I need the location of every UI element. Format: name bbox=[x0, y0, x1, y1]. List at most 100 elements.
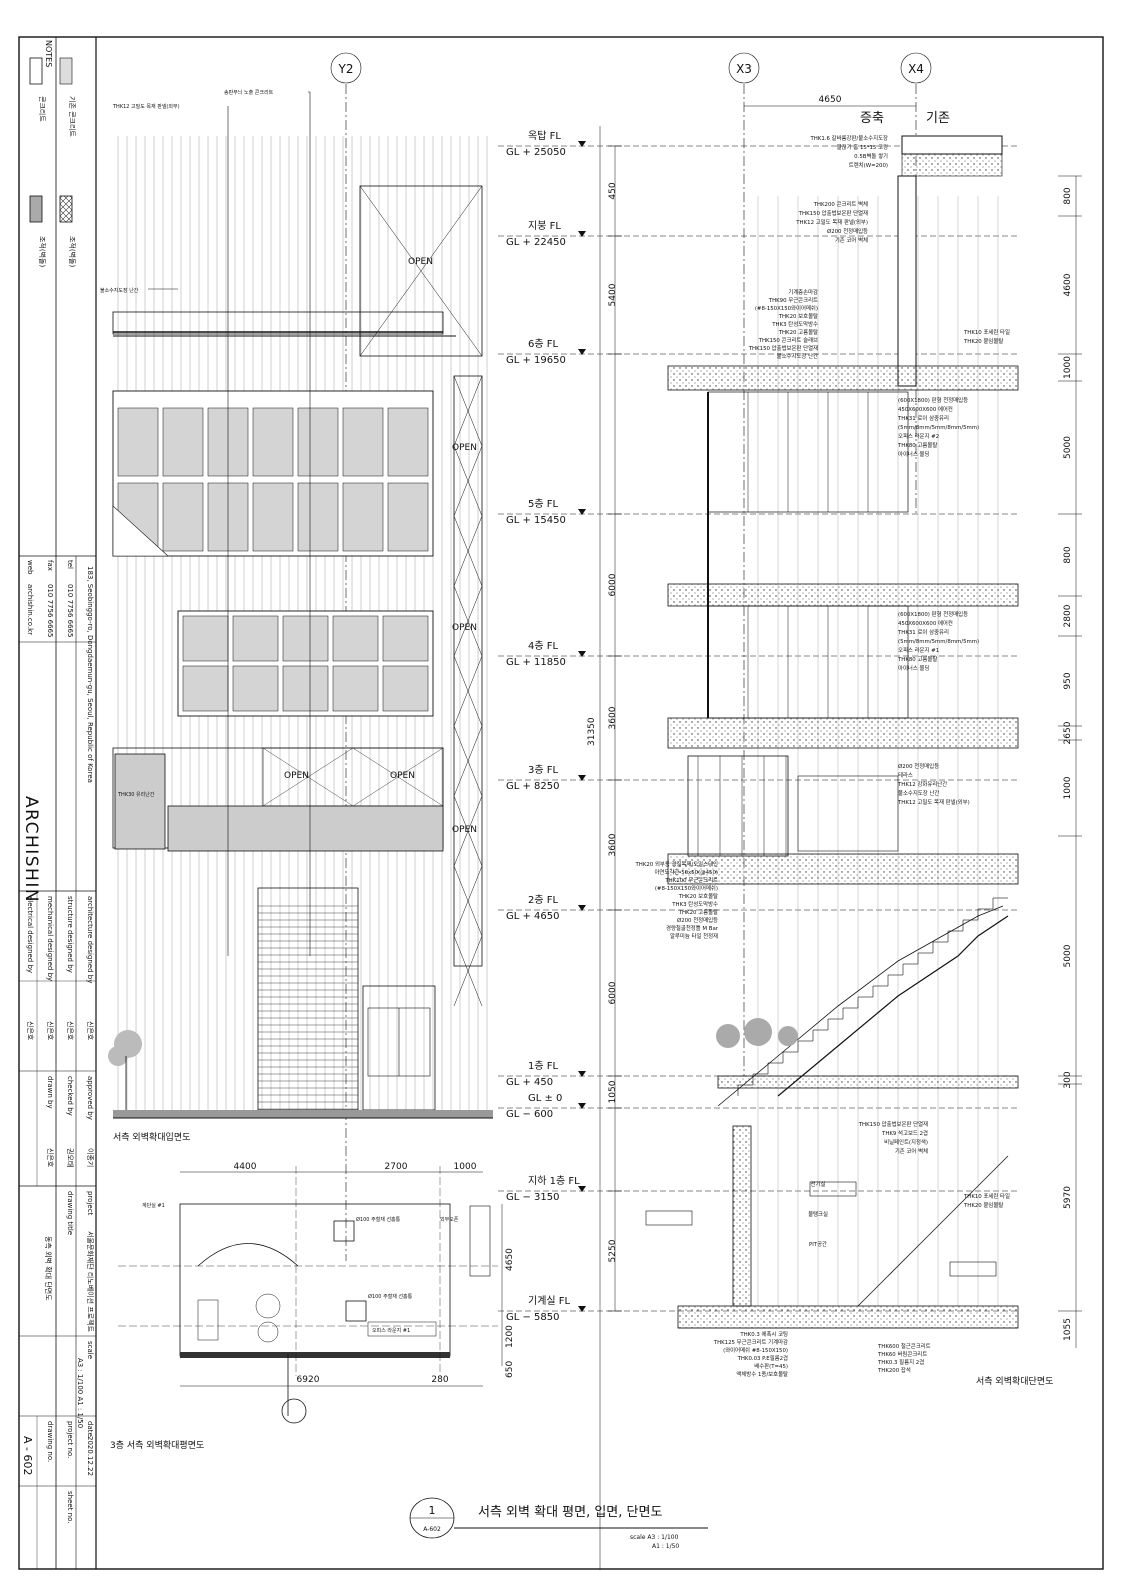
drawing-title-label: drawing title bbox=[66, 1191, 74, 1235]
level-name: 지붕 FL bbox=[528, 220, 561, 232]
grid-label-y2: Y2 bbox=[338, 62, 354, 76]
section-note: THK20 보호몰탈 bbox=[678, 892, 718, 900]
section-note: 배수판(T=45) bbox=[754, 1362, 788, 1370]
section-note: THK20 외부용 경질목재/오일스테인 bbox=[635, 860, 719, 868]
section-note: THK20 붙임몰탈 bbox=[963, 337, 1003, 345]
elev-note-glass-rail: THK30 유리난간 bbox=[117, 791, 155, 798]
section-note: 아이너스 몰딩 bbox=[898, 450, 930, 458]
total-height: 31350 bbox=[587, 717, 597, 746]
level-name: 기계실 FL bbox=[528, 1295, 571, 1307]
plan-dim-top-3: 1000 bbox=[454, 1162, 477, 1172]
elevation-drawing bbox=[108, 91, 493, 1119]
section-note: (5mm/8mm/5mm/8mm/5mm) bbox=[898, 425, 979, 431]
drawing-no-label: drawing no. bbox=[46, 1421, 54, 1462]
fax-label: fax bbox=[46, 560, 54, 571]
section-note: THK31 로이 삼중유리 bbox=[897, 414, 949, 422]
address: 183, Seobinggo-ro, Dongdaemun-gu, Seoul,… bbox=[86, 566, 94, 783]
level-height: 450 bbox=[608, 182, 618, 199]
section-note: 0.5B벽돌 쌓기 bbox=[854, 152, 888, 160]
web-label: web bbox=[26, 560, 34, 575]
section-note: Ø200 천정매입등 bbox=[677, 916, 718, 924]
level-name: GL ± 0 bbox=[528, 1093, 562, 1104]
level-gl: GL − 5850 bbox=[506, 1312, 560, 1323]
level-name: 2층 FL bbox=[528, 894, 558, 906]
section-note: THK1.6 갈바륨강판/불소수지도장 bbox=[809, 134, 888, 142]
tel-label: tel bbox=[66, 560, 74, 569]
level-gl: GL + 8250 bbox=[506, 781, 560, 792]
section-note: THK150 압출법보온판 단열재 bbox=[748, 344, 818, 352]
section-note: THK20 보호몰탈 bbox=[778, 312, 818, 320]
plan-label-downpipe-1: Ø100 주철재 선홈통 bbox=[356, 1216, 401, 1223]
right-dim: 5000 bbox=[1063, 436, 1073, 459]
section-note: 트렌치(W=200) bbox=[849, 161, 888, 169]
section-note: 450X600X600 에어컨 bbox=[898, 405, 953, 413]
section-note: THK20 붙임몰탈 bbox=[963, 1201, 1003, 1209]
section-note: 알루미늄 타일 천정재 bbox=[670, 932, 718, 940]
section-note: 경량철골천정틀 M Bar bbox=[666, 924, 719, 932]
section-note: 비닐페인트(지정색) bbox=[884, 1138, 928, 1146]
level-name: 4층 FL bbox=[528, 640, 558, 652]
level-gl: GL + 19650 bbox=[506, 355, 566, 366]
section-note: THK150 압출법보온판 단열재 bbox=[858, 1120, 928, 1128]
open-label: OPEN bbox=[284, 771, 309, 781]
footer-scale-1: scale A3 : 1/100 bbox=[630, 1534, 679, 1541]
section-note: THK10 포세린 타일 bbox=[963, 1192, 1010, 1200]
legend-brick-gray-label: 조적(벽돌) bbox=[38, 236, 47, 267]
level-name: 5층 FL bbox=[528, 498, 558, 510]
section-note: 테라스 bbox=[898, 771, 913, 779]
level-gl: GL − 600 bbox=[506, 1109, 553, 1120]
section-note: THK3 탄성도막방수 bbox=[771, 320, 818, 328]
section-note: 물끊기 홈 15*15 코킹 bbox=[837, 143, 888, 151]
level-gl: GL + 22450 bbox=[506, 237, 566, 248]
project-no-label: project no. bbox=[66, 1421, 74, 1458]
section-drawing bbox=[645, 135, 1019, 1329]
notes-label: NOTES bbox=[44, 40, 53, 67]
legend-existing-label: 기존 콘크리트 bbox=[68, 96, 77, 137]
section-note: THK0.3 에폭시 코팅 bbox=[739, 1330, 788, 1338]
level-marker: 4층 FL GL + 11850 3600 bbox=[498, 640, 1018, 729]
dim-x3-x4: 4650 bbox=[819, 95, 842, 105]
role-structure-value: 신은호 bbox=[66, 1021, 75, 1041]
role-mechanical-label: mechanical designed by bbox=[46, 896, 54, 981]
role-architecture-label: architecture designed by bbox=[86, 896, 94, 983]
section-note: (와이어메쉬 #8-150X150) bbox=[723, 1346, 788, 1354]
section-note: THK150 콘크리트 슬래브 bbox=[758, 336, 818, 344]
level-gl: GL + 15450 bbox=[506, 515, 566, 526]
project-label: project bbox=[86, 1191, 94, 1216]
section-note: 기계층손마감 bbox=[788, 288, 818, 296]
plan-dim-right-3: 650 bbox=[505, 1361, 515, 1378]
level-gl: GL + 11850 bbox=[506, 657, 566, 668]
right-dim: 5000 bbox=[1063, 944, 1073, 967]
section-note: THK80 고름몰탈 bbox=[897, 655, 937, 663]
elev-note-wood-panel: THK12 고밀도 목재 판넬(외부) bbox=[112, 103, 180, 110]
plan-dim-top-2: 2700 bbox=[385, 1162, 408, 1172]
section-note: THK90 무근콘크리트 bbox=[768, 296, 818, 304]
section-note: THK200 콘크리트 벽체 bbox=[813, 200, 868, 208]
project-value: 서울문화재단 리노베이션 프로젝트 bbox=[86, 1231, 95, 1333]
section-caption: 서측 외벽확대단면도 bbox=[976, 1375, 1053, 1387]
right-dim: 300 bbox=[1063, 1071, 1073, 1088]
plan-dim-top-1: 4400 bbox=[234, 1162, 257, 1172]
right-dim: 800 bbox=[1063, 546, 1073, 563]
section-note: 전기실 bbox=[811, 1180, 826, 1188]
right-dim: 800 bbox=[1063, 187, 1073, 204]
section-note: THK100 무근콘크리트 bbox=[664, 876, 718, 884]
scale-value: A3 : 1/100 A1 : 1/50 bbox=[76, 1358, 84, 1428]
title-block bbox=[19, 37, 97, 1569]
section-note: 불소수지도장 난간 bbox=[898, 789, 939, 797]
extension-label: 증축 bbox=[860, 111, 884, 126]
tel: 010 7756 6665 bbox=[66, 584, 74, 637]
legend-swatch-brick-gray bbox=[29, 195, 43, 223]
level-height: 3600 bbox=[608, 706, 618, 729]
section-note: THK600 철근콘크리트 bbox=[877, 1342, 931, 1350]
right-dim: 950 bbox=[1063, 672, 1073, 689]
section-note: THK9 석고보드 2겹 bbox=[881, 1129, 928, 1137]
section-note: 물탱크실 bbox=[808, 1210, 828, 1218]
section-note: THK12 고밀도 목재 판넬(외부) bbox=[795, 218, 868, 226]
section-note: THK200 잡석 bbox=[877, 1366, 911, 1374]
sheet-no-label: sheet no. bbox=[66, 1491, 74, 1524]
level-name: 옥탑 FL bbox=[528, 130, 561, 142]
level-name: 지하 1층 FL bbox=[528, 1174, 580, 1187]
